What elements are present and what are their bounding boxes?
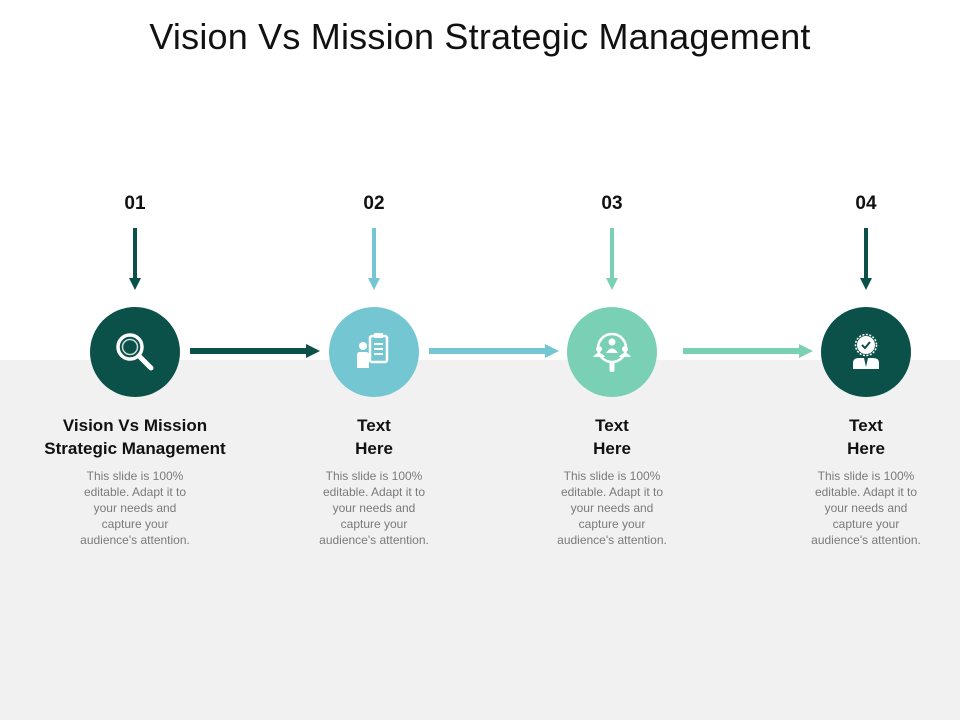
down-arrow [860,228,872,290]
step-circle [329,307,419,397]
magnifier-icon [116,333,154,371]
step-circle [821,307,911,397]
step-description: This slide is 100% editable. Adapt it to… [319,469,429,547]
step-description: This slide is 100% editable. Adapt it to… [557,469,667,547]
step-heading: Text Here [593,416,631,458]
people-search-icon [593,332,631,372]
step-circle [567,307,657,397]
step-2: 02 Text Here This slide is 100% editable… [274,0,474,720]
down-arrow [606,228,618,290]
step-number: 04 [855,193,877,214]
person-clipboard-icon [357,333,389,368]
slide-title: Vision Vs Mission Strategic Management [149,16,811,57]
step-heading: Vision Vs Mission Strategic Management [44,416,226,458]
step-heading: Text Here [847,416,885,458]
step-1: 01 Vision Vs Mission Strategic Managemen… [35,0,235,720]
connector-arrow-1 [190,344,320,358]
step-3: 03 Text Here This slide is 100% editable… [512,0,712,720]
step-circle [90,307,180,397]
down-arrow [129,228,141,290]
background-band [0,360,960,720]
step-number: 02 [363,193,385,214]
step-description: This slide is 100% editable. Adapt it to… [80,469,190,547]
employee-badge-icon [853,333,879,369]
connector-arrow-3 [683,344,813,358]
down-arrow [368,228,380,290]
step-number: 01 [124,193,146,214]
step-number: 03 [601,193,623,214]
step-heading: Text Here [355,416,393,458]
step-description: This slide is 100% editable. Adapt it to… [811,469,921,547]
connector-arrow-2 [429,344,559,358]
step-4: 04 Text Here This slide is 100% editable… [766,0,960,720]
